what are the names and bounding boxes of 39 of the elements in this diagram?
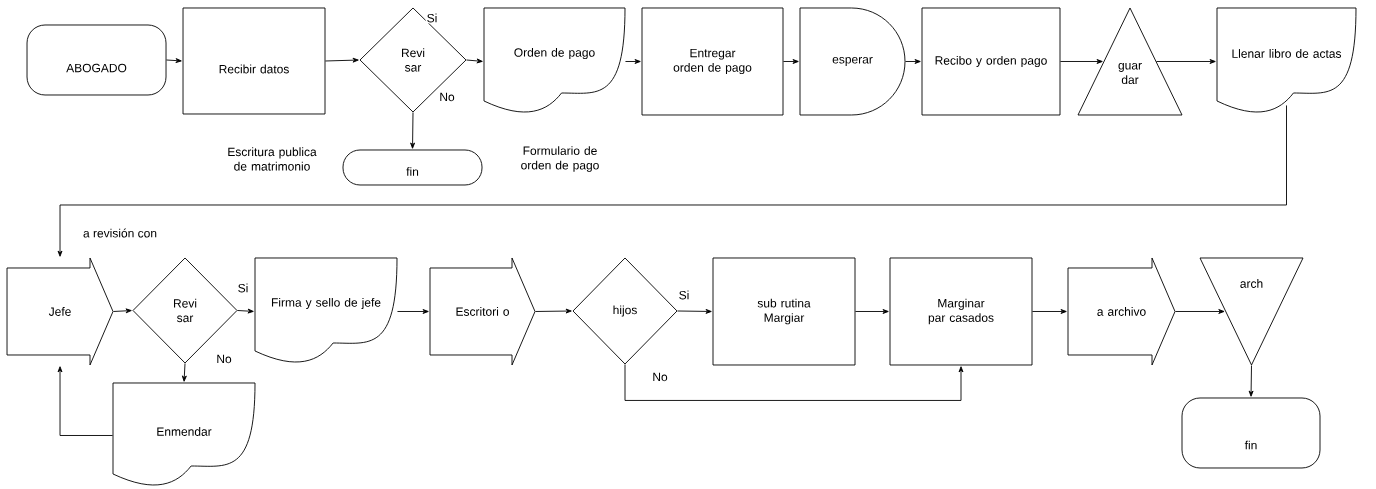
process-box: Marginar par casados (889, 257, 1033, 366)
arrow (783, 59, 799, 64)
arrow (1248, 365, 1254, 397)
arrow (410, 112, 416, 149)
edge-label: No (651, 371, 669, 383)
process-box: Recibo y orden pago (921, 7, 1061, 116)
edge-label: Si (677, 289, 691, 301)
arrow (57, 105, 1287, 257)
arrow (1060, 59, 1103, 64)
process-box: sub rutina Margiar (712, 257, 856, 366)
process-box: Entregar orden de pago (641, 7, 784, 116)
edge-label: No (438, 91, 456, 103)
off-page-connector: Jefe (6, 257, 114, 366)
arrow (1032, 309, 1067, 314)
arrow (535, 308, 572, 314)
caption-text: Formulario de orden de pago (521, 146, 599, 172)
off-page-connector: Escritori o (429, 257, 536, 366)
arrow (625, 59, 641, 64)
process-box: Recibir datos (182, 7, 326, 115)
edge-label: No (215, 353, 233, 365)
arrow (325, 57, 359, 63)
caption-text: Escritura publica de matrimonio (228, 147, 317, 171)
arrow (237, 308, 254, 314)
arrow (166, 58, 182, 64)
arrow (905, 59, 921, 64)
arrow (855, 309, 889, 314)
arrow (1175, 309, 1225, 314)
arrow (57, 366, 113, 436)
arrow (677, 308, 712, 314)
arrow (397, 309, 429, 314)
arrow (113, 308, 132, 314)
edge-label: Si (236, 282, 250, 294)
edge-label: a revisión con (82, 227, 159, 239)
arrow (466, 58, 483, 64)
arrow (1156, 59, 1216, 64)
off-page-connector: a archivo (1067, 257, 1176, 366)
arrow (181, 363, 187, 382)
edge-label: Si (425, 12, 439, 24)
arrow (624, 364, 964, 401)
